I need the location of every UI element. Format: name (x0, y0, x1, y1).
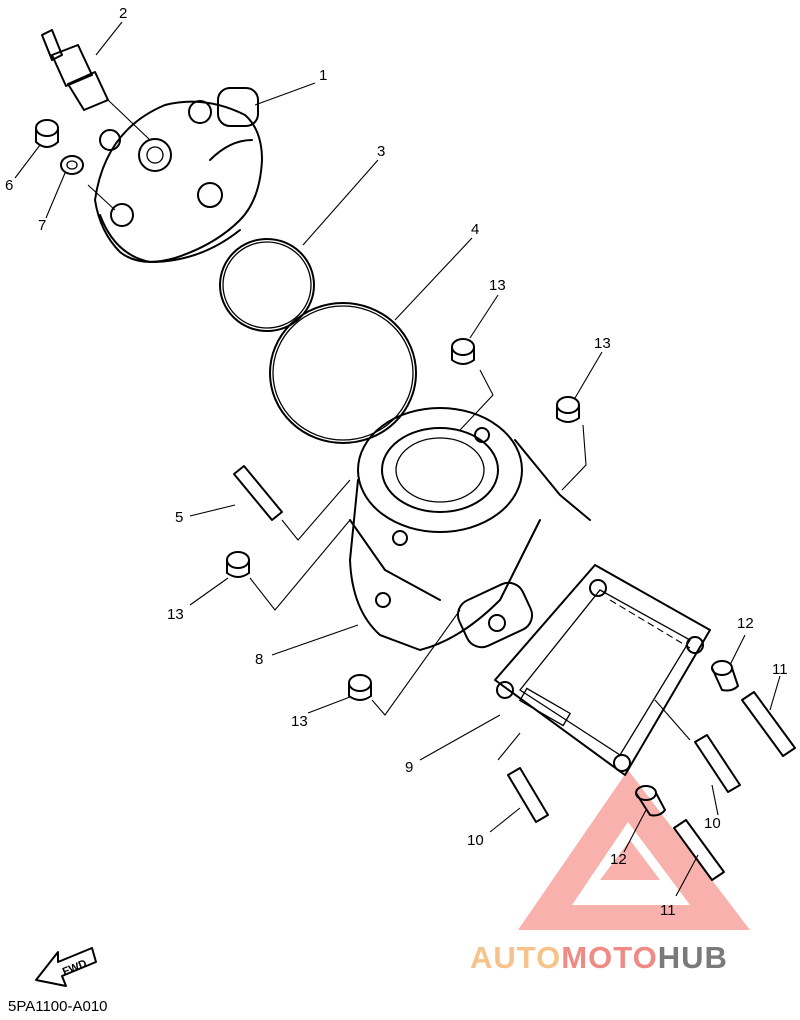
cylinder-nut-c (226, 551, 250, 578)
spark-plug (41, 29, 109, 111)
callout-10-rear: 10 (704, 815, 721, 832)
callout-10-front: 10 (467, 832, 484, 849)
callout-13-c: 13 (167, 606, 184, 623)
cylinder-nut-a (451, 338, 475, 365)
cylinder-head (94, 87, 263, 263)
callout-11-front: 11 (660, 902, 676, 919)
stud-bolt-11-rear (741, 691, 796, 757)
watermark-part-3: HUB (658, 940, 728, 975)
fwd-label: FWD (61, 958, 89, 979)
callout-3: 3 (377, 143, 385, 160)
stud-bolt-10-front (507, 767, 549, 823)
callout-2: 2 (119, 5, 127, 22)
cylinder-nut-d (348, 674, 372, 701)
callout-12-front: 12 (610, 851, 627, 868)
watermark-wordmark: AUTOMOTOHUB (470, 940, 728, 975)
callout-13-a: 13 (489, 277, 506, 294)
callout-9: 9 (405, 759, 413, 776)
callout-12-rear: 12 (737, 615, 754, 632)
callout-6: 6 (5, 177, 13, 194)
callout-4: 4 (471, 221, 479, 238)
watermark-triangle-logo (518, 770, 750, 930)
callout-13-d: 13 (291, 713, 308, 730)
o-ring-small (219, 238, 315, 332)
stud-bolt (233, 465, 283, 521)
callout-11-rear: 11 (772, 661, 788, 678)
o-ring-large (269, 302, 417, 444)
watermark-part-2: MOTO (561, 940, 657, 975)
stud-bolt-10-rear (694, 734, 741, 793)
cylinder-nut-b (556, 396, 580, 423)
dowel-pin-front (635, 785, 666, 817)
assembly-lines (87, 99, 691, 761)
callout-7: 7 (38, 217, 46, 234)
callout-5: 5 (175, 509, 183, 526)
head-washer (60, 155, 84, 175)
leader-lines (14, 21, 781, 897)
callout-1: 1 (319, 67, 327, 84)
head-nut (35, 119, 59, 148)
dowel-pin-rear (711, 660, 739, 692)
callout-8: 8 (255, 651, 263, 668)
cylinder-gasket (494, 564, 711, 776)
stud-bolt-11-front (673, 819, 725, 881)
callout-13-b: 13 (594, 335, 611, 352)
fwd-arrow-icon: FWD (35, 947, 97, 987)
watermark-part-1: AUTO (470, 940, 561, 975)
part-code-label: 5PA1100-A010 (8, 998, 108, 1015)
cylinder (349, 407, 591, 651)
